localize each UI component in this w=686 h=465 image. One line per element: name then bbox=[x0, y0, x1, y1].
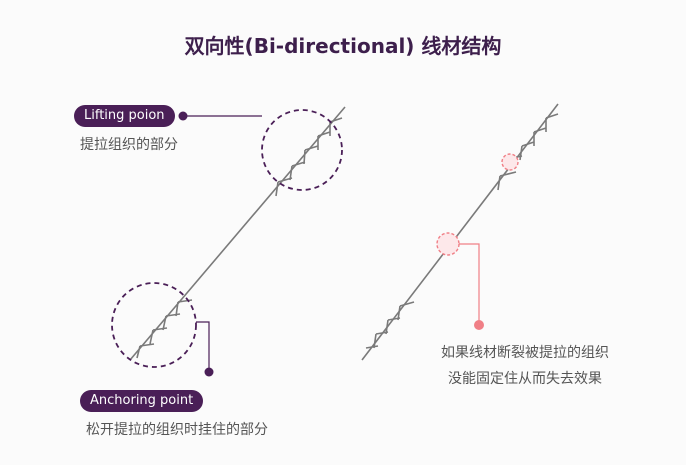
anchoring-badge: Anchoring point bbox=[80, 390, 204, 412]
lifting-circle bbox=[261, 109, 343, 191]
anchoring-caption: 松开提拉的组织时挂住的部分 bbox=[86, 422, 268, 438]
anchoring-dot bbox=[204, 367, 214, 377]
break-marker-small bbox=[501, 153, 519, 171]
broken-caption-line2: 没能固定住从而失去效果 bbox=[448, 371, 602, 387]
left-thread bbox=[129, 106, 346, 361]
broken-caption-line1: 如果线材断裂被提拉的组织 bbox=[441, 345, 609, 361]
break-dot bbox=[474, 320, 484, 330]
broken-caption: 如果线材断裂被提拉的组织 没能固定住从而失去效果 bbox=[410, 340, 640, 392]
page-title: 双向性(Bi-directional) 线材结构 bbox=[184, 34, 502, 58]
break-marker-large bbox=[436, 232, 460, 256]
right-thread bbox=[361, 103, 559, 361]
break-connector bbox=[459, 243, 480, 324]
lifting-badge: Lifting poion bbox=[74, 105, 175, 127]
lifting-caption: 提拉组织的部分 bbox=[80, 137, 178, 153]
anchoring-connector bbox=[196, 321, 210, 372]
anchoring-circle bbox=[111, 282, 197, 368]
lifting-dot bbox=[178, 111, 188, 121]
